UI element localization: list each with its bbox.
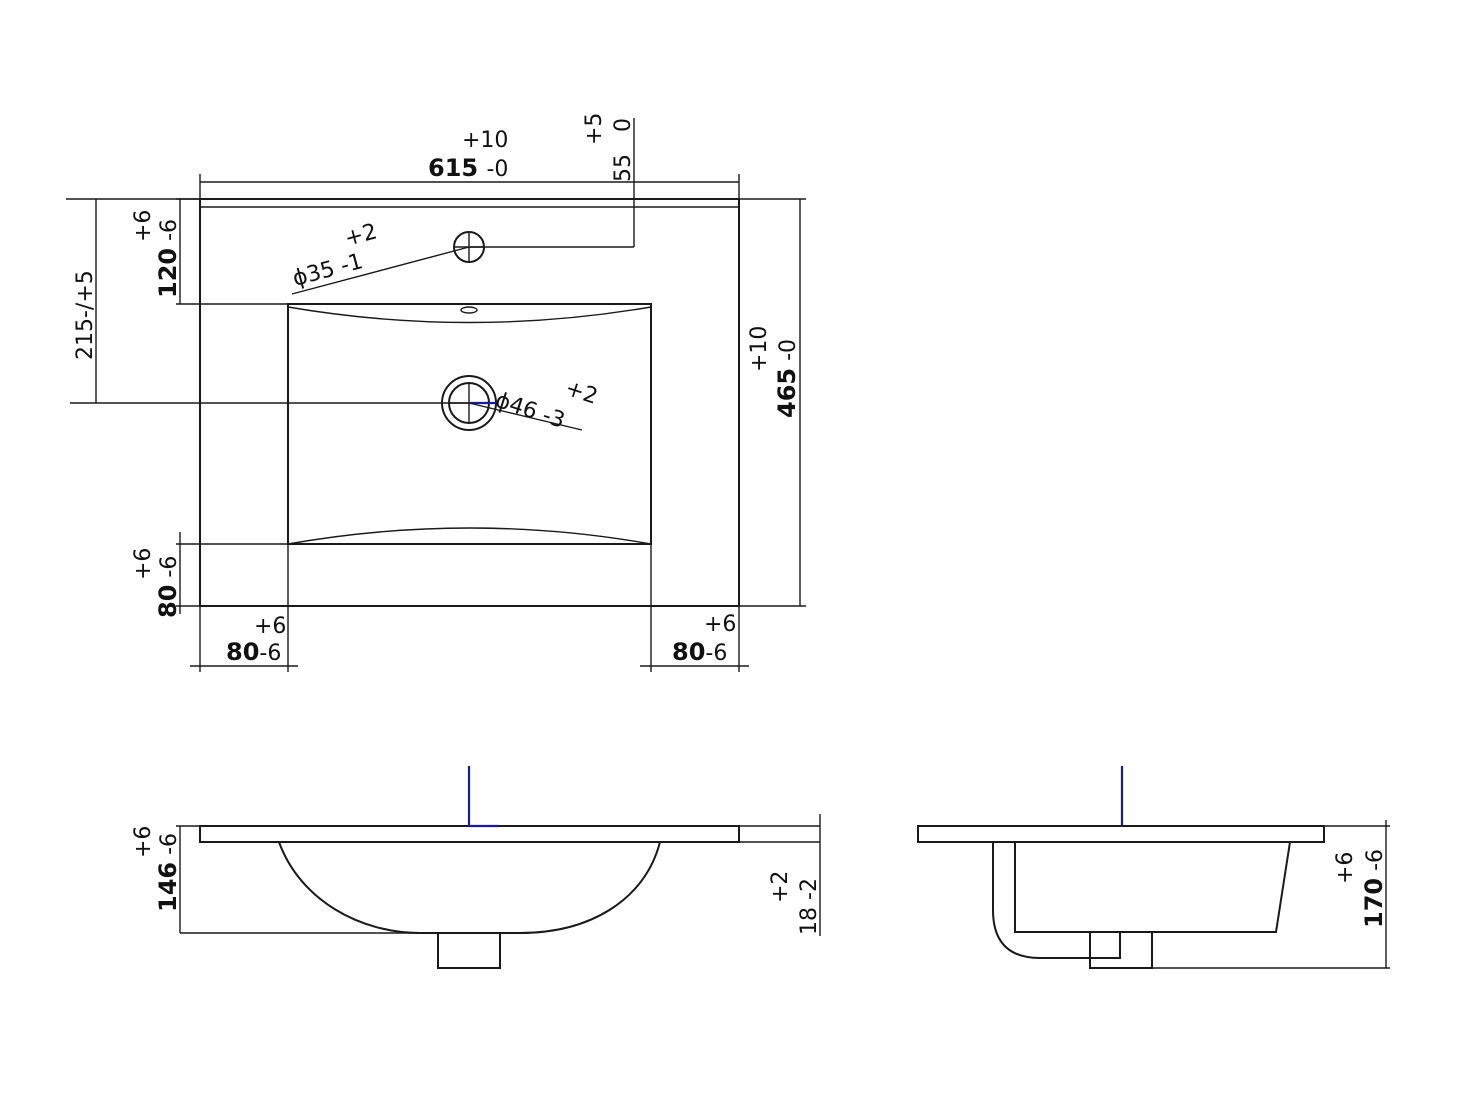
tap-to-basin-dimension: 120 -6 <box>154 219 182 298</box>
drain-from-top-dimension: 215-/+5 <box>73 270 98 360</box>
side-slab <box>917 825 1325 843</box>
tap-offset-lower-tolerance: 0 <box>611 118 636 132</box>
tap-offset-nominal: 55 <box>611 154 636 182</box>
depth-dimension: 465 -0 <box>773 339 801 418</box>
side-trap <box>992 842 1121 959</box>
tap-hole-diameter: ϕ35 -1 <box>290 249 365 292</box>
drain-hole-upper-tolerance: +2 <box>562 376 601 410</box>
slab-dimension: 18 -2 <box>797 878 822 935</box>
slab-upper-tolerance: +2 <box>768 871 793 903</box>
side-view: 170 -6 +6 <box>917 766 1390 969</box>
basin-outline <box>287 303 652 545</box>
front-bowl <box>278 841 661 934</box>
tap-to-basin-upper-tolerance: +6 <box>131 210 156 242</box>
overflow-slot <box>460 306 478 314</box>
front-slab <box>199 825 740 843</box>
left-rim-dimension: 80-6 <box>226 638 281 666</box>
basin-front-curve <box>287 527 652 545</box>
basin-back-curve <box>287 306 652 324</box>
left-rim-upper-tolerance: +6 <box>254 614 286 639</box>
side-height-dimension: 170 -6 <box>1360 849 1388 928</box>
side-bowl <box>1014 841 1291 933</box>
front-height-upper-tolerance: +6 <box>131 826 156 858</box>
tap-hole-leader <box>291 246 470 295</box>
side-drain-stub <box>1089 931 1153 969</box>
front-view: 146 -6 +6 18 -2 +2 <box>131 766 822 969</box>
right-rim-upper-tolerance: +6 <box>704 612 736 637</box>
tap-hole-upper-tolerance: +2 <box>342 219 380 252</box>
top-view: 615 -0 +10 55 0 +5 120 -6 +6 215-/+5 ϕ35… <box>66 113 806 672</box>
front-rim-upper-tolerance: +6 <box>131 548 156 580</box>
drain-hole-leader <box>468 402 583 431</box>
depth-upper-tolerance: +10 <box>747 326 772 372</box>
side-height-upper-tolerance: +6 <box>1333 852 1358 884</box>
width-upper-tolerance: +10 <box>462 128 508 153</box>
right-rim-dimension: 80-6 <box>672 638 727 666</box>
front-rim-dimension: 80 -6 <box>154 556 182 618</box>
front-drain-stub <box>437 932 501 969</box>
width-dimension: 615 -0 <box>428 154 508 182</box>
tap-offset-upper-tolerance: +5 <box>582 113 607 145</box>
front-height-dimension: 146 -6 <box>154 833 182 912</box>
drain-hole-diameter: ϕ46 -3 <box>492 388 568 434</box>
